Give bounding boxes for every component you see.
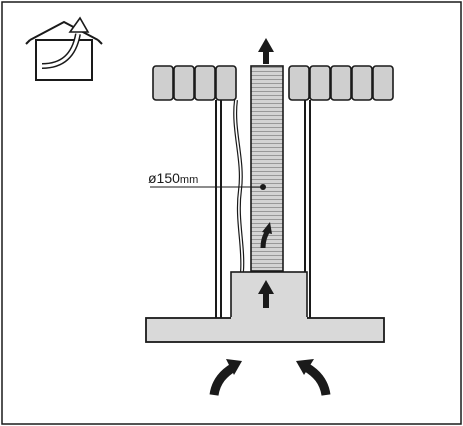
hood-canopy [145, 317, 385, 343]
exhaust-duct [250, 65, 284, 272]
ceiling-block [173, 65, 195, 101]
duct-diameter-unit: mm [179, 174, 199, 186]
airflow-arrow-housing-icon [258, 280, 274, 308]
airflow-arrow-intake-left-icon [209, 359, 242, 396]
chimney-casing [215, 100, 311, 318]
diameter-marker-dot [260, 184, 266, 190]
ceiling-block [215, 65, 237, 101]
ceiling-block [152, 65, 174, 101]
duct-diameter-value: ø150 [148, 170, 180, 186]
ceiling-block [288, 65, 310, 101]
recirculation-outlet-house-icon [22, 14, 106, 86]
airflow-arrow-intake-right-icon [296, 359, 331, 396]
airflow-arrow-top-icon [258, 38, 274, 64]
ceiling-block [194, 65, 216, 101]
ceiling-block [351, 65, 373, 101]
ceiling-block [330, 65, 352, 101]
ceiling-blocks [152, 65, 394, 101]
airflow-arrow-duct-icon [260, 222, 272, 249]
ceiling-block [309, 65, 331, 101]
ceiling-block [372, 65, 394, 101]
duct-diameter-label: ø150mm [148, 171, 198, 186]
